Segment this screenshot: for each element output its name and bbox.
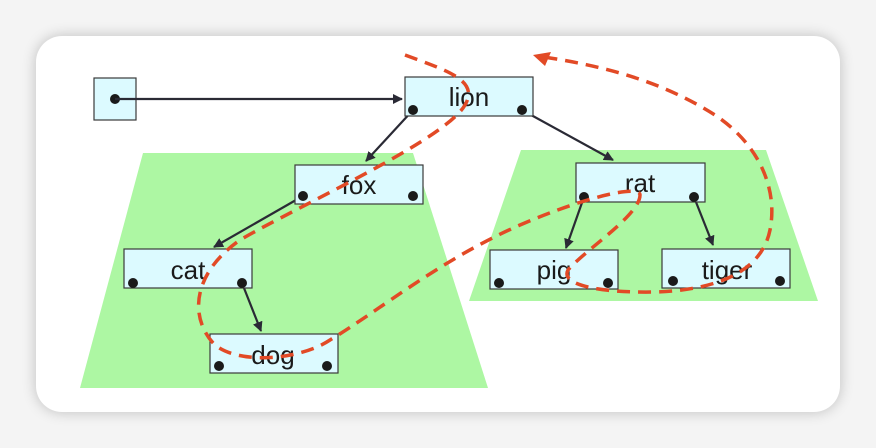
node-tiger: tiger: [661, 248, 791, 289]
node-label-pig: pig: [537, 255, 572, 285]
right-pointer-dot: [603, 278, 613, 288]
traversal-path: [196, 53, 774, 360]
right-pointer-dot: [237, 278, 247, 288]
left-pointer-dot: [128, 278, 138, 288]
edge-lion-fox: [365, 109, 414, 162]
edge-rat-tiger: [692, 196, 715, 246]
node-label-cat: cat: [171, 255, 206, 285]
traversal-arrowhead: [533, 52, 551, 66]
right-pointer-dot: [517, 105, 527, 115]
right-pointer-dot: [775, 276, 785, 286]
edge-rat-pig: [564, 196, 586, 249]
node-label-lion: lion: [449, 82, 489, 112]
edge-lion-rat: [521, 109, 614, 161]
left-pointer-dot: [214, 361, 224, 371]
left-pointer-dot: [494, 278, 504, 288]
edge-cat-dog: [240, 282, 263, 332]
right-pointer-dot: [689, 192, 699, 202]
left-pointer-dot: [298, 191, 308, 201]
left-subtree-region: [80, 153, 488, 388]
node-fox: fox: [294, 164, 424, 205]
node-cat: cat: [123, 248, 253, 289]
edge-fox-cat: [213, 195, 304, 248]
node-pig: pig: [489, 249, 619, 290]
right-pointer-dot: [322, 361, 332, 371]
node-dog: dog: [209, 333, 339, 374]
node-lion: lion: [404, 76, 534, 117]
left-pointer-dot: [408, 105, 418, 115]
right-pointer-dot: [408, 191, 418, 201]
left-pointer-dot: [668, 276, 678, 286]
